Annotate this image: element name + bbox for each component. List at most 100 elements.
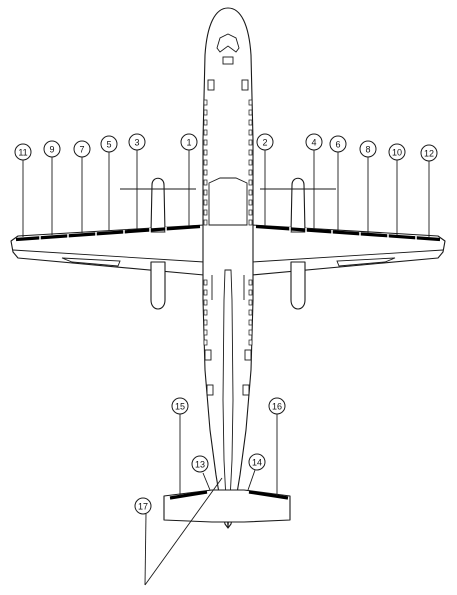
callout-number: 6	[335, 140, 340, 150]
callout-number: 17	[138, 502, 148, 512]
callout-number: 11	[18, 148, 27, 158]
callout-number: 3	[134, 138, 139, 148]
cabin-window	[248, 169, 253, 176]
callout-circle	[248, 453, 266, 471]
callout-12: 12	[420, 144, 438, 162]
callout-circle	[128, 133, 146, 151]
cabin-window	[203, 109, 208, 116]
cabin-window	[203, 199, 208, 206]
cabin-window	[203, 299, 208, 306]
horizontal-stabilizer	[163, 489, 291, 523]
callout-circle	[305, 133, 323, 151]
cabin-window	[248, 279, 253, 286]
cabin-window	[248, 179, 253, 186]
cabin-window	[203, 129, 208, 136]
cockpit-hatch	[222, 56, 234, 65]
callout-8: 8	[359, 140, 377, 158]
cabin-window	[203, 309, 208, 316]
callout-circle	[329, 135, 347, 153]
callout-number: 13	[195, 460, 205, 470]
callout-circle	[100, 135, 118, 153]
cabin-window	[203, 169, 208, 176]
callout-10: 10	[388, 143, 406, 161]
cabin-window	[203, 289, 208, 296]
cabin-window	[248, 149, 253, 156]
callout-13: 13	[191, 455, 209, 473]
callout-15: 15	[171, 397, 189, 415]
wing-highlight-segments	[15, 224, 441, 500]
callout-number: 14	[252, 458, 262, 468]
callout-number: 10	[392, 148, 402, 158]
cabin-window	[248, 329, 253, 336]
callout-number: 4	[311, 138, 316, 148]
left-engine-nacelle	[120, 177, 196, 310]
cabin-window	[203, 99, 208, 106]
cabin-window	[248, 219, 253, 226]
cabin-window	[248, 139, 253, 146]
cabin-window	[248, 109, 253, 116]
cabin-window	[203, 119, 208, 126]
cabin-window	[248, 209, 253, 216]
right-flap	[336, 257, 396, 267]
callout-number: 7	[79, 145, 84, 155]
cabin-window	[248, 159, 253, 166]
cabin-window	[248, 289, 253, 296]
callout-5: 5	[100, 135, 118, 153]
callout-number: 1	[186, 138, 191, 148]
callout-4: 4	[305, 133, 323, 151]
callout-1: 1	[180, 133, 198, 151]
cabin-window	[203, 139, 208, 146]
callout-circle	[171, 397, 189, 415]
cabin-window	[248, 189, 253, 196]
cabin-window	[248, 199, 253, 206]
callout-number: 9	[49, 145, 54, 155]
forward-door-right	[241, 79, 249, 91]
cockpit-windshield	[216, 33, 240, 53]
callout-circle	[134, 497, 152, 515]
callout-number: 12	[424, 149, 434, 159]
callout-number: 8	[365, 145, 370, 155]
wing-root-fairing	[208, 177, 248, 226]
callout-7: 7	[73, 140, 91, 158]
callout-6: 6	[329, 135, 347, 153]
cabin-window	[248, 309, 253, 316]
callout-14: 14	[248, 453, 266, 471]
cabin-window	[203, 339, 208, 346]
cabin-window	[203, 209, 208, 216]
cabin-window	[203, 189, 208, 196]
cabin-windows	[203, 99, 253, 346]
left-flap	[61, 257, 121, 267]
cabin-window	[203, 329, 208, 336]
callout-circle	[388, 143, 406, 161]
callout-circle	[43, 140, 61, 158]
callout-number: 16	[272, 402, 282, 412]
callout-2: 2	[256, 133, 274, 151]
cabin-window	[203, 179, 208, 186]
callout-9: 9	[43, 140, 61, 158]
cabin-window	[203, 159, 208, 166]
callout-11: 11	[14, 143, 32, 161]
cabin-window	[203, 219, 208, 226]
callout-circle	[420, 144, 438, 162]
cabin-window	[248, 99, 253, 106]
forward-door-left	[207, 79, 215, 91]
right-engine-nacelle	[260, 177, 336, 310]
cabin-window	[248, 299, 253, 306]
callout-circle	[359, 140, 377, 158]
callout-number: 5	[106, 140, 111, 150]
callout-circle	[14, 143, 32, 161]
callout-circle	[180, 133, 198, 151]
fuselage	[202, 7, 254, 529]
cabin-window	[203, 319, 208, 326]
cabin-window	[248, 339, 253, 346]
cabin-window	[203, 279, 208, 286]
callout-circle	[268, 397, 286, 415]
callout-circle	[73, 140, 91, 158]
cabin-window	[248, 129, 253, 136]
callout-circle	[256, 133, 274, 151]
callout-3: 3	[128, 133, 146, 151]
leader-lines	[22, 150, 430, 586]
